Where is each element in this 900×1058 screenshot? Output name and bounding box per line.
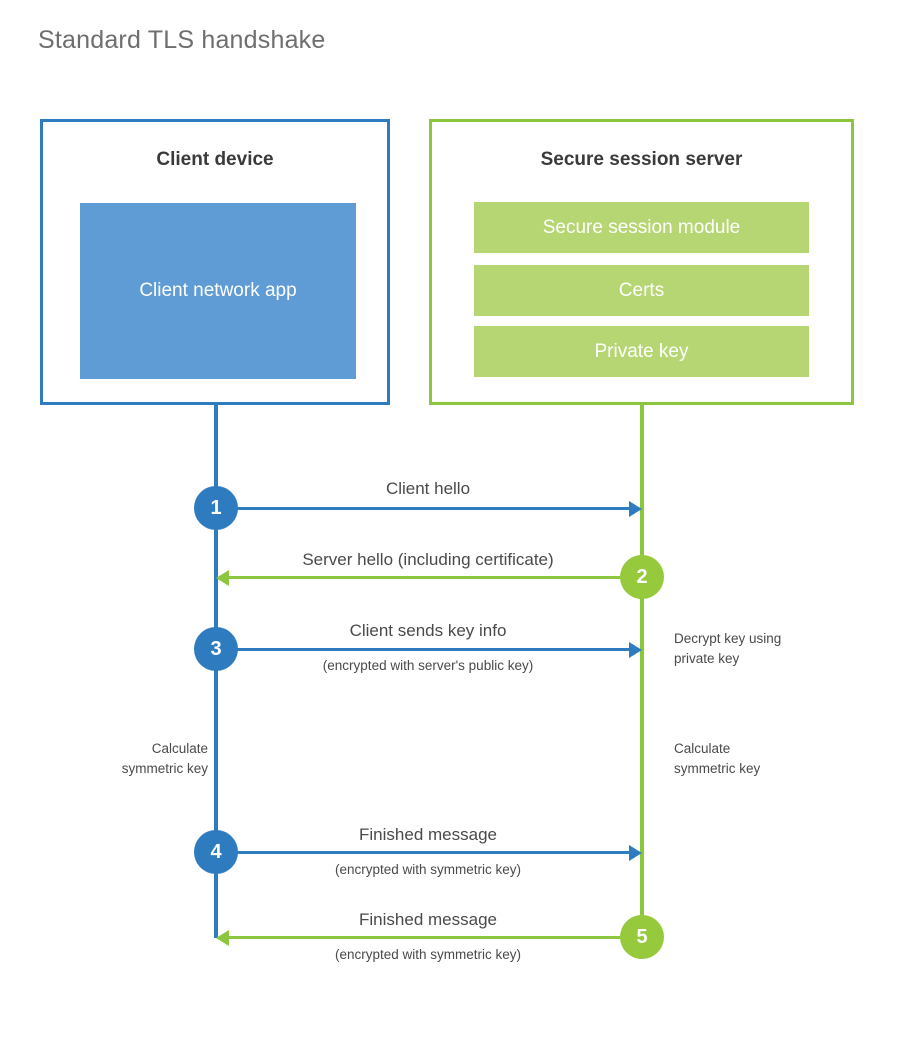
server-lifeline bbox=[640, 405, 644, 938]
step-3-arrow-head-icon bbox=[629, 641, 642, 658]
step-4-arrow-head-icon bbox=[629, 844, 642, 861]
server-component-private-key: Private key bbox=[474, 326, 809, 377]
step-2-number-badge: 2 bbox=[620, 555, 664, 599]
step-5-label: Finished message bbox=[359, 910, 497, 929]
step-1-arrow-line bbox=[216, 507, 630, 510]
client-device-heading: Client device bbox=[156, 149, 274, 170]
server-calculate-symmetric-key-note: Calculate symmetric key bbox=[674, 741, 761, 776]
client-calculate-symmetric-key-note: Calculate symmetric key bbox=[121, 741, 208, 776]
step-4-arrow-line bbox=[216, 851, 630, 854]
secure-session-server-box: Secure session server Secure session mod… bbox=[429, 119, 854, 405]
step-2-label: Server hello (including certificate) bbox=[302, 550, 554, 569]
step-5-sublabel: (encrypted with symmetric key) bbox=[334, 947, 522, 962]
step-1-number-badge: 1 bbox=[194, 486, 238, 530]
step-5-arrow-head-icon bbox=[216, 929, 229, 946]
step-1-arrow-head-icon bbox=[629, 500, 642, 517]
client-lifeline bbox=[214, 405, 218, 938]
page-title: Standard TLS handshake bbox=[38, 26, 326, 54]
step-2-arrow-line bbox=[229, 576, 640, 579]
step-1-label: Client hello bbox=[385, 479, 471, 498]
step-3-sublabel: (encrypted with server's public key) bbox=[322, 658, 534, 673]
step-3-number-badge: 3 bbox=[194, 627, 238, 671]
step-4-number-badge: 4 bbox=[194, 830, 238, 874]
server-component-secure-session-module: Secure session module bbox=[474, 202, 809, 253]
step-5-number-badge: 5 bbox=[620, 915, 664, 959]
server-component-certs: Certs bbox=[474, 265, 809, 316]
secure-session-server-heading: Secure session server bbox=[540, 149, 743, 170]
step-4-label: Finished message bbox=[359, 825, 497, 844]
step-4-sublabel: (encrypted with symmetric key) bbox=[334, 862, 522, 877]
server-decrypt-note: Decrypt key using private key bbox=[674, 631, 782, 666]
step-3-label: Client sends key info bbox=[349, 621, 507, 640]
step-3-arrow-line bbox=[216, 648, 630, 651]
client-network-app-block: Client network app bbox=[80, 203, 356, 379]
step-5-arrow-line bbox=[229, 936, 640, 939]
step-2-arrow-head-icon bbox=[216, 569, 229, 586]
client-device-box: Client device Client network app bbox=[40, 119, 390, 405]
